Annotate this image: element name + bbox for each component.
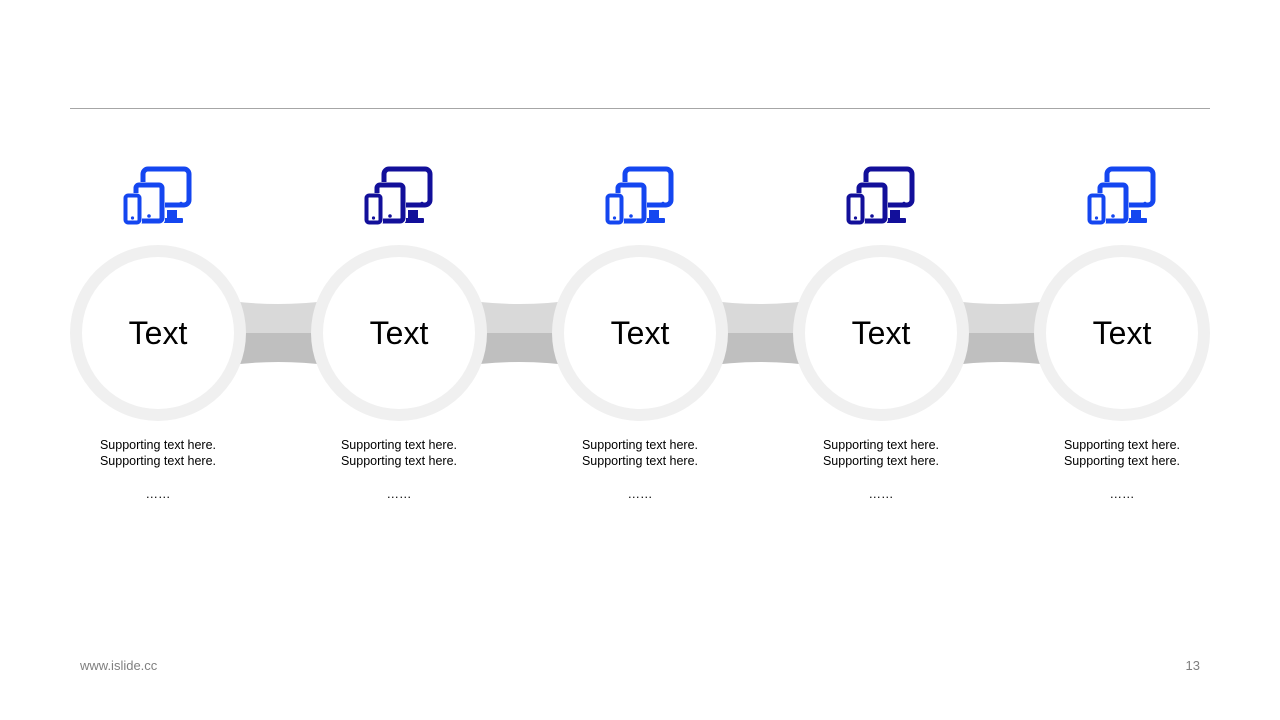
step-5: Text Supporting text here. Supporting te… (1034, 0, 1210, 720)
page-number: 13 (1185, 658, 1200, 673)
step-circle: Text (793, 245, 969, 421)
step-ellipsis: …… (1109, 487, 1135, 501)
step-description: Supporting text here. Supporting text he… (99, 438, 217, 468)
step-1: Text Supporting text here. Supporting te… (70, 0, 246, 720)
step-ellipsis: …… (145, 487, 171, 501)
step-ellipsis: …… (386, 487, 412, 501)
step-description: Supporting text here. Supporting text he… (581, 438, 699, 468)
step-circle: Text (70, 245, 246, 421)
devices-icon (846, 166, 915, 225)
step-circle: Text (552, 245, 728, 421)
step-title: Text (851, 315, 911, 351)
step-description: Supporting text here. Supporting text he… (340, 438, 458, 468)
step-title: Text (369, 315, 429, 351)
step-circle: Text (311, 245, 487, 421)
step-title: Text (1092, 315, 1152, 351)
step-circle-inner: Text (1046, 257, 1198, 409)
step-4: Text Supporting text here. Supporting te… (793, 0, 969, 720)
step-circle-inner: Text (82, 257, 234, 409)
step-circle-inner: Text (323, 257, 475, 409)
step-ellipsis: …… (868, 487, 894, 501)
step-2: Text Supporting text here. Supporting te… (311, 0, 487, 720)
step-circle: Text (1034, 245, 1210, 421)
top-divider (70, 108, 1210, 109)
devices-icon (605, 166, 674, 225)
step-circle-inner: Text (805, 257, 957, 409)
footer-url[interactable]: www.islide.cc (80, 658, 158, 673)
devices-icon (1087, 166, 1156, 225)
step-title: Text (128, 315, 188, 351)
step-ellipsis: …… (627, 487, 653, 501)
step-3: Text Supporting text here. Supporting te… (552, 0, 728, 720)
step-circle-inner: Text (564, 257, 716, 409)
devices-icon (123, 166, 192, 225)
step-description: Supporting text here. Supporting text he… (1063, 438, 1181, 468)
devices-icon (364, 166, 433, 225)
step-description: Supporting text here. Supporting text he… (822, 438, 940, 468)
step-title: Text (610, 315, 670, 351)
